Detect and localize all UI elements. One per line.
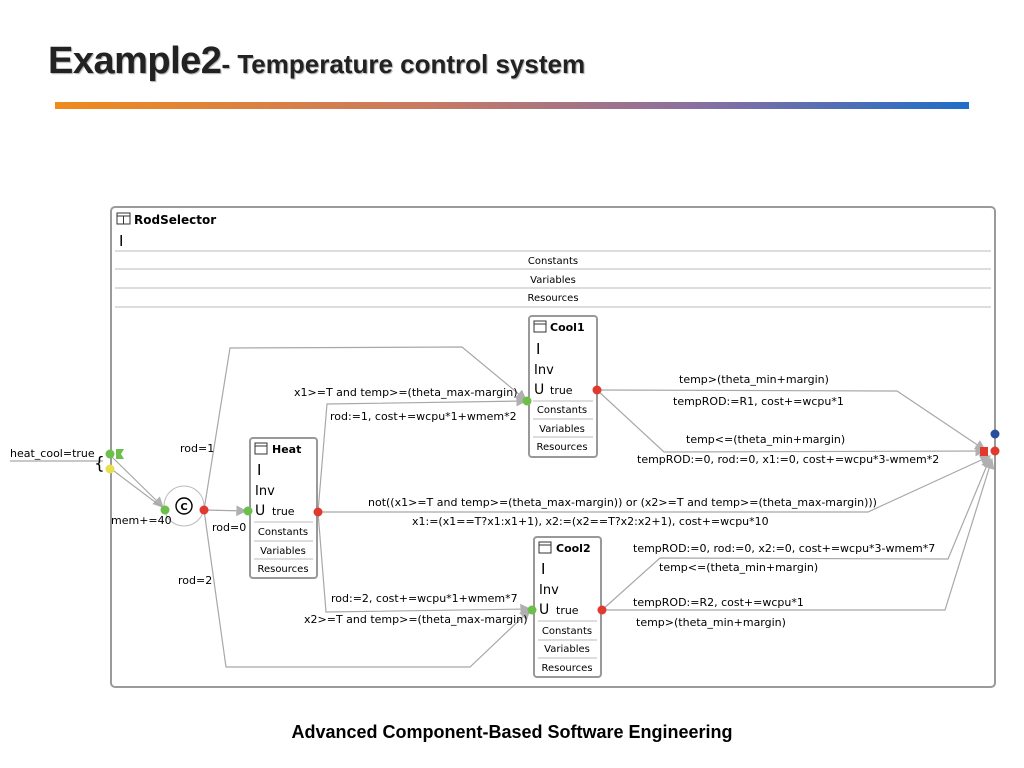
state-icon	[254, 442, 268, 455]
label-cool2-exit-update-b: tempROD:=R2, cost+=wcpu*1	[633, 596, 804, 609]
choice-out-port	[199, 505, 209, 515]
input-port-flag	[116, 449, 124, 459]
state-cool2-name: Cool2	[556, 542, 591, 555]
component-name: RodSelector	[134, 213, 216, 227]
slide-footer: Advanced Component-Based Software Engine…	[291, 722, 733, 742]
state-heat-constants: Constants	[258, 527, 308, 538]
input-port-yellow	[105, 464, 115, 474]
state-heat-name: Heat	[272, 443, 301, 456]
state-heat-union-value: true	[272, 505, 295, 518]
state-icon	[533, 320, 547, 333]
state-cool2-invnv: Inv	[539, 583, 559, 598]
exit-port-red	[990, 446, 1000, 456]
input-label: heat_cool=true	[10, 447, 95, 460]
state-cool1-constants: Constants	[537, 405, 587, 416]
state-cool1-inv: I	[536, 340, 540, 358]
cool1-in-port	[522, 396, 532, 406]
slide-title-sub: - Temperature control system	[221, 49, 586, 79]
component-icon	[116, 212, 131, 225]
label-cool1-exit-update-a: tempROD:=R1, cost+=wcpu*1	[673, 395, 844, 408]
state-heat-resources: Resources	[257, 564, 308, 575]
slide-title-main: Example2	[48, 40, 222, 82]
state-cool2-resources: Resources	[541, 663, 592, 674]
edge-heat-exit	[318, 455, 991, 513]
label-rod0: rod=0	[212, 521, 246, 534]
label-rod1: rod=1	[180, 442, 214, 455]
edge-cool1-exit-b	[596, 389, 987, 457]
input-brace: {	[94, 454, 105, 474]
label-cool2-exit-guard-a: temp<=(theta_min+margin)	[659, 561, 818, 574]
transitions	[10, 346, 995, 668]
label-cool2-update: rod:=2, cost+=wcpu*1+wmem*7	[331, 592, 518, 605]
cool1-out-port	[592, 385, 602, 395]
state-cool1-resources: Resources	[536, 442, 587, 453]
edge-cool2-exit-b	[602, 457, 995, 611]
component-invariant: I	[119, 232, 123, 250]
state-cool2: Cool2 I Inv U true Constants Variables R…	[533, 536, 602, 678]
edge-cool1-exit-a	[596, 389, 986, 451]
choice-entry-update: mem+=40	[111, 514, 172, 527]
state-heat-variables: Variables	[260, 546, 306, 557]
edge-cool2-exit-a	[601, 457, 992, 611]
heat-out-port	[313, 507, 323, 517]
label-cool2-exit-guard-b: temp>(theta_min+margin)	[636, 616, 786, 629]
label-cool1-exit-guard-a: temp>(theta_min+margin)	[679, 373, 829, 386]
state-cool2-union: U	[539, 602, 549, 618]
label-rod2: rod=2	[178, 574, 212, 587]
label-cool2-guard: x2>=T and temp>=(theta_max-margin)	[304, 613, 527, 626]
state-cool1-variables: Variables	[539, 424, 585, 435]
label-heat-exit-guard: not((x1>=T and temp>=(theta_max-margin))…	[368, 496, 877, 509]
state-icon	[538, 541, 552, 554]
label-cool1-exit-update-b: tempROD:=0, rod:=0, x1:=0, cost+=wcpu*3-…	[637, 453, 939, 466]
label-cool2-exit-update-a: tempROD:=0, rod:=0, x2:=0, cost+=wcpu*3-…	[633, 542, 935, 555]
state-cool2-variables: Variables	[544, 644, 590, 655]
label-cool1-exit-guard-b: temp<=(theta_min+margin)	[686, 433, 845, 446]
label-cool1-update: rod:=1, cost+=wcpu*1+wmem*2	[330, 410, 517, 423]
component-variables: Variables	[530, 275, 576, 286]
state-cool2-constants: Constants	[542, 626, 592, 637]
entry-edge-yellow	[109, 467, 164, 509]
input-port-green	[105, 449, 115, 459]
choice-in-port	[160, 505, 170, 515]
edge-choice-cool2	[203, 509, 531, 668]
cool2-in-port	[527, 605, 537, 615]
choice-node: C	[160, 485, 209, 527]
state-heat: Heat I Inv U true Constants Variables Re…	[249, 437, 318, 579]
choice-symbol: C	[180, 502, 187, 513]
edge-heat-cool2	[317, 511, 532, 615]
state-heat-invnv: Inv	[255, 484, 275, 499]
transition-labels: x1>=T and temp>=(theta_max-margin) rod:=…	[294, 373, 939, 629]
edge-choice-heat	[203, 505, 248, 517]
cool2-out-port	[597, 605, 607, 615]
state-cool1-union: U	[534, 382, 544, 398]
edge-heat-cool1	[317, 395, 528, 513]
state-cool1: Cool1 I Inv U true Constants Variables R…	[528, 315, 598, 458]
entry-edge-green	[109, 454, 164, 508]
component-resources: Resources	[527, 293, 578, 304]
title-divider	[55, 102, 969, 109]
label-heat-exit-update: x1:=(x1==T?x1:x1+1), x2:=(x2==T?x2:x2+1)…	[412, 515, 769, 528]
label-cool1-guard: x1>=T and temp>=(theta_max-margin)	[294, 386, 517, 399]
state-heat-inv: I	[257, 461, 261, 479]
edge-choice-cool1	[203, 346, 527, 511]
state-cool1-invnv: Inv	[534, 363, 554, 378]
exit-port-blue	[990, 429, 1000, 439]
exit-port-flag	[980, 447, 988, 456]
state-heat-union: U	[255, 503, 265, 519]
state-cool2-inv: I	[541, 560, 545, 578]
state-cool1-name: Cool1	[550, 321, 585, 334]
slide-title: Example2- Temperature control system	[48, 40, 585, 83]
heat-in-port	[243, 506, 253, 516]
component-constants: Constants	[528, 256, 578, 267]
state-cool2-union-value: true	[556, 604, 579, 617]
state-cool1-union-value: true	[550, 384, 573, 397]
